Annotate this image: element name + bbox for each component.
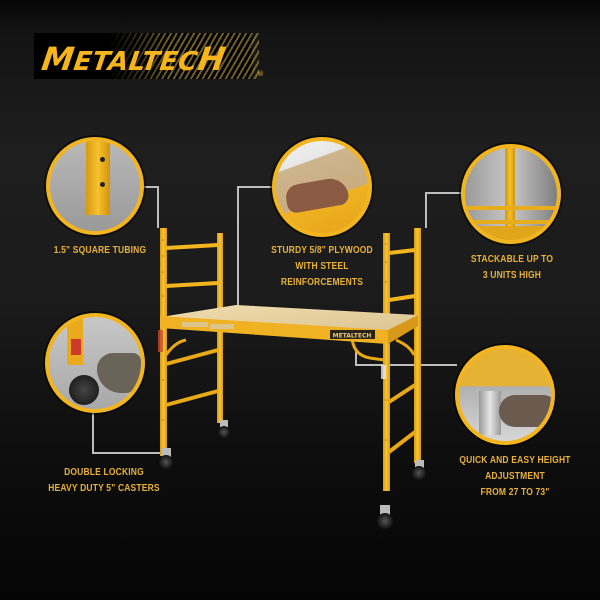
caption-casters: DOUBLE LOCKING HEAVY DUTY 5" CASTERS [48,467,160,494]
caster-front-right [377,505,393,529]
rail-graphic [465,206,557,210]
caption-plywood: STURDY 5/8" PLYWOOD WITH STEEL REINFORCE… [271,245,373,288]
connector-line-plywood [237,186,283,188]
feature-image-casters [45,313,145,413]
feature-image-plywood [272,137,372,237]
connector-line-height [355,351,357,365]
feature-image-height [455,345,555,445]
tube-hole [100,182,105,187]
feature-image-tubing [46,137,144,235]
connector-line-stackable [425,192,427,228]
shoe-graphic [97,353,141,393]
caption-height: QUICK AND EASY HEIGHT ADJUSTMENT FROM 27… [459,455,571,498]
caster-front-left [159,448,173,469]
connector-line-plywood [237,186,239,316]
svg-text:METALTECH: METALTECH [333,333,372,340]
hand-graphic [499,395,551,427]
connector-line-stackable [425,192,463,194]
feature-image-stackable [461,144,561,244]
platform-logo-plate [330,330,375,339]
caster-back-left [218,420,230,438]
rail-graphic [465,220,557,224]
caster-wheel-graphic [69,375,99,405]
tube-hole [100,157,105,162]
connector-line-tubing [157,186,159,228]
caster-back-right [412,460,426,480]
logo-stripes [109,33,259,79]
square-tube-graphic [86,141,110,215]
connector-line-height [355,364,457,366]
warning-label [71,339,81,355]
metaltech-logo: METALTECH ® [34,33,264,83]
caption-stackable: STACKABLE UP TO 3 UNITS HIGH [470,254,554,281]
connector-line-casters [92,410,94,454]
deck-graphic [465,226,557,240]
post-graphic [505,148,515,240]
registered-mark: ® [257,70,264,78]
connector-line-tubing [143,186,159,188]
hand-graphic [284,175,350,215]
pin-lever-graphic [479,391,501,435]
connector-line-casters [92,452,164,454]
caption-tubing: 1.5" SQUARE TUBING [53,245,147,256]
